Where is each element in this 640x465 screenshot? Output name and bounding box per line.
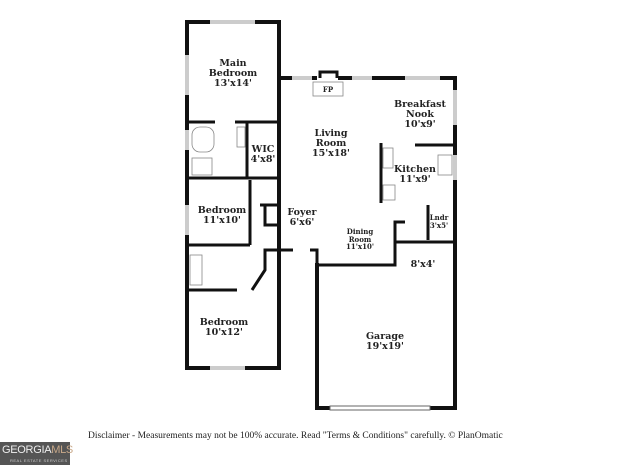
- logo-text-a: GEORGIA: [2, 444, 52, 456]
- windows: [185, 20, 457, 411]
- bedroom2-name: Bedroom: [198, 205, 246, 216]
- bedroom3-name: Bedroom: [200, 317, 248, 328]
- fixtures: [189, 81, 453, 286]
- logo-subtext: REAL ESTATE SERVICES: [10, 458, 68, 463]
- laundry-size: 3'x5': [430, 221, 448, 230]
- foyer-name: Foyer: [287, 207, 317, 218]
- dining-room-size: 11'x10': [346, 242, 374, 251]
- garage-name: Garage: [366, 331, 404, 342]
- main-bedroom-name2: Bedroom: [209, 68, 257, 79]
- fireplace-label: FP: [323, 85, 334, 94]
- living-room-name1: Living: [315, 128, 348, 139]
- interior-walls: [187, 70, 455, 292]
- mudroom-size: 8'x4': [411, 259, 436, 270]
- breakfast-nook-name2: Nook: [406, 109, 434, 120]
- kitchen-size: 11'x9': [399, 174, 430, 185]
- dining-room-name1: Dining: [347, 227, 374, 236]
- main-bedroom-name1: Main: [219, 58, 246, 69]
- living-room-size: 15'x18': [312, 148, 350, 159]
- living-room-name2: Room: [316, 138, 347, 149]
- foyer-size: 6'x6': [290, 217, 315, 228]
- georgia-mls-logo: GEORGIAMLS REAL ESTATE SERVICES: [0, 442, 73, 465]
- garage-size: 19'x19': [366, 341, 404, 352]
- breakfast-nook-name1: Breakfast: [394, 99, 446, 110]
- main-bedroom-size: 13'x14': [214, 78, 252, 89]
- disclaimer-text: Disclaimer - Measurements may not be 100…: [88, 431, 503, 441]
- laundry-name: Lndr: [430, 213, 449, 222]
- kitchen-name: Kitchen: [394, 164, 436, 175]
- bedroom3-size: 10'x12': [205, 327, 243, 338]
- wic-name: WIC: [251, 144, 275, 155]
- wic-size: 4'x8': [251, 154, 276, 165]
- logo-text-b: MLS: [51, 444, 73, 456]
- breakfast-nook-size: 10'x9': [404, 119, 435, 130]
- bedroom2-size: 11'x10': [203, 215, 241, 226]
- dining-room-name2: Room: [349, 235, 372, 244]
